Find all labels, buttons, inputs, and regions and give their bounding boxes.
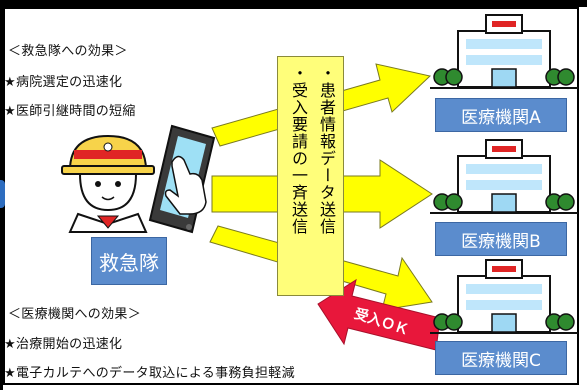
paramedic-icon <box>61 134 155 233</box>
hospital-b-label: 医療機関B <box>435 222 567 256</box>
hospital-b-building-icon <box>430 139 578 214</box>
hospital-effect-item: ★治療開始の迅速化 <box>4 337 123 352</box>
smartphone-icon <box>148 124 216 234</box>
transmission-box: ・患者情報データ送信 ・受入要請の一斉送信 <box>277 56 344 296</box>
hospital-a-label: 医療機関A <box>435 98 567 132</box>
hospital-effects-heading: ＜医療機関への効果＞ <box>8 307 142 322</box>
ambulance-team-label: 救急隊 <box>91 237 167 285</box>
patient-data-transmission-text: ・患者情報データ送信 <box>317 65 336 235</box>
hospital-c-label: 医療機関C <box>435 341 567 375</box>
team-effects-heading: ＜救急隊への効果＞ <box>8 44 128 59</box>
top-border <box>0 0 587 7</box>
acceptance-arrow <box>317 278 441 351</box>
hospital-effect-item: ★電子カルテへのデータ取込による事務負担軽減 <box>4 366 295 381</box>
hospital-c-building-icon <box>430 259 578 334</box>
hospital-a-building-icon <box>430 14 578 89</box>
simultaneous-request-text: ・受入要請の一斉送信 <box>289 65 308 235</box>
team-effect-item: ★病院選定の迅速化 <box>4 75 123 90</box>
left-edge-tab <box>0 180 5 208</box>
team-effect-item: ★医師引継時間の短縮 <box>4 104 136 119</box>
